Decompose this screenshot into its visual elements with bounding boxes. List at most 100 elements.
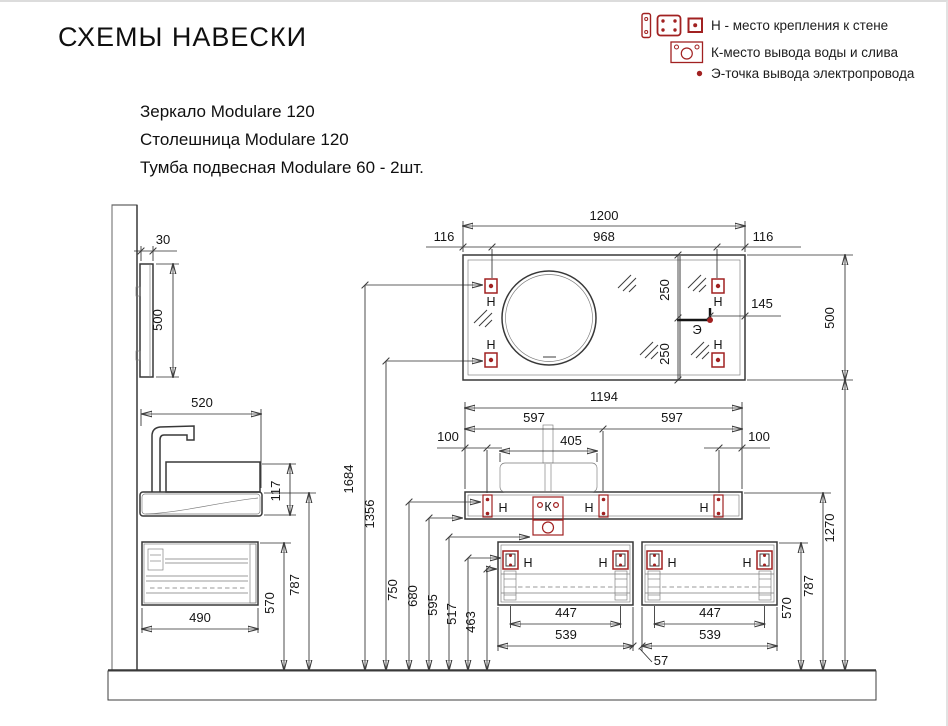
legend: Н - место крепления к стене К-место выво… bbox=[634, 12, 914, 83]
product-line: Тумба подвесная Modulare 60 - 2шт. bbox=[140, 158, 424, 177]
countertop-side-view bbox=[139, 425, 263, 517]
water-outlet-box: К bbox=[532, 496, 564, 536]
dim-label-offset-right: 100 bbox=[748, 429, 770, 444]
mount-label: Н bbox=[713, 295, 722, 309]
dim-label-cabinet-width-left: 539 bbox=[555, 627, 577, 642]
dim-countertop-height-right: 787 bbox=[744, 493, 831, 670]
mirror-front-view: Н Н Н Н Э bbox=[462, 254, 746, 381]
dim-cabinet-top-height-right: 570 bbox=[779, 543, 808, 670]
dim-cabinet-width-left: 539 bbox=[498, 607, 633, 651]
dim-label-mirror-bottom-height: 1270 bbox=[822, 514, 837, 543]
dim-height-517: 517 bbox=[444, 554, 500, 670]
dim-label-mount-offset-right: 116 bbox=[753, 229, 774, 244]
dim-countertop-depth: 520 bbox=[140, 395, 261, 488]
cabinet-side-view bbox=[141, 541, 259, 606]
countertop-front-view: Н Н Н К bbox=[464, 424, 743, 536]
dim-mirror-height-right: 500 bbox=[747, 255, 853, 380]
dim-cabinet-mount-span-left: 447 bbox=[511, 605, 621, 628]
mirror-mount-bracket-top-left: Н bbox=[484, 278, 498, 309]
floor-section bbox=[107, 669, 877, 701]
dim-label-basin-width: 405 bbox=[560, 433, 582, 448]
cabinet-mount-bracket: Н bbox=[646, 550, 677, 570]
electrical-label: Э bbox=[692, 322, 701, 337]
legend-water-label: К-место вывода воды и слива bbox=[711, 45, 898, 60]
water-drain-outlet-icon bbox=[670, 41, 704, 64]
dim-label-cabinet-top-height-right: 570 bbox=[779, 597, 794, 619]
mount-label: Н bbox=[742, 556, 751, 570]
mirror-mount-bracket-bottom-left: Н bbox=[484, 338, 498, 368]
dim-label-mount-offset-left: 116 bbox=[434, 229, 455, 244]
dim-label-mirror-side-height: 500 bbox=[150, 309, 165, 331]
dim-cabinet-width-right: 539 bbox=[642, 607, 777, 651]
mount-label: Н bbox=[699, 501, 708, 515]
dim-label-half-left: 597 bbox=[523, 410, 545, 425]
dim-label-cabinet-depth: 490 bbox=[189, 610, 211, 625]
cabinet-mount-bracket: Н bbox=[742, 550, 773, 570]
dim-label-mount-span: 968 bbox=[593, 229, 615, 244]
countertop-mount-bracket-left: Н bbox=[482, 494, 508, 518]
dim-label-countertop-height-right: 787 bbox=[801, 575, 816, 597]
dim-label-mount-span-left: 447 bbox=[555, 605, 577, 620]
legend-wall-mount-label: Н - место крепления к стене bbox=[711, 18, 889, 33]
height-dimensions: 1684 1356 750 680 bbox=[341, 281, 529, 670]
dim-height-1684: 1684 bbox=[341, 281, 482, 670]
dim-cabinet-depth: 490 bbox=[142, 608, 258, 633]
electrical-point-marker: Э bbox=[677, 308, 713, 337]
legend-row-wall-mount: Н - место крепления к стене bbox=[634, 12, 914, 39]
dim-height-750: 750 bbox=[385, 498, 480, 670]
dim-label-mirror-depth: 30 bbox=[156, 232, 170, 247]
dim-label-half-right: 597 bbox=[661, 410, 683, 425]
mount-label: Н bbox=[523, 556, 532, 570]
dim-label-517: 517 bbox=[444, 603, 459, 625]
countertop-mount-bracket-middle: Н bbox=[584, 494, 609, 518]
mount-label: Н bbox=[498, 501, 507, 515]
dim-label-750: 750 bbox=[385, 579, 400, 601]
mirror-mount-plate-icon bbox=[641, 12, 652, 39]
wall-section bbox=[111, 204, 138, 671]
dim-countertop-mount-offset-left: 100 bbox=[437, 429, 502, 493]
mount-label: Н bbox=[667, 556, 676, 570]
dim-label-mirror-width: 1200 bbox=[590, 208, 619, 223]
dim-electrical-offset: 145 bbox=[706, 296, 781, 320]
mount-label: Н bbox=[486, 338, 495, 352]
countertop-mount-bracket-right: Н bbox=[699, 494, 724, 518]
dim-label-mirror-height-right: 500 bbox=[822, 307, 837, 329]
dim-label-1356: 1356 bbox=[362, 500, 377, 529]
dim-label-offset-left: 100 bbox=[437, 429, 459, 444]
dim-label-595: 595 bbox=[425, 594, 440, 616]
mirror-mount-bracket-bottom-right: Н bbox=[711, 338, 725, 368]
product-list: Зеркало Modulare 120 Столешница Modulare… bbox=[140, 98, 424, 182]
mirror-mount-bracket-top-right: Н bbox=[711, 278, 725, 309]
dim-mirror-side-height: 500 bbox=[150, 264, 179, 377]
dim-cabinet-mount-span-right: 447 bbox=[655, 605, 765, 628]
dim-countertop-mount-offset-right: 100 bbox=[704, 429, 770, 493]
dim-basin-width: 405 bbox=[500, 433, 597, 462]
mount-label: Н bbox=[486, 295, 495, 309]
dim-mirror-depth: 30 bbox=[134, 232, 177, 261]
dim-height-680: 680 bbox=[405, 514, 462, 670]
dim-countertop-halves: 597 597 bbox=[465, 410, 742, 491]
dim-label-mount-spacing-lower: 250 bbox=[657, 343, 672, 365]
page-title: СХЕМЫ НАВЕСКИ bbox=[58, 22, 308, 52]
dim-label-cabinet-width-right: 539 bbox=[699, 627, 721, 642]
dim-cabinet-gap: 57 bbox=[629, 642, 668, 668]
legend-row-electric: Э-точка вывода электропровода bbox=[634, 66, 914, 81]
dim-mirror-bottom-height: 1270 bbox=[747, 380, 853, 670]
dim-countertop-width: 1194 bbox=[465, 389, 742, 489]
dim-label-electrical-offset: 145 bbox=[751, 296, 773, 311]
dim-basin-height: 117 bbox=[262, 464, 296, 515]
product-line: Зеркало Modulare 120 bbox=[140, 102, 315, 121]
dim-label-basin-height: 117 bbox=[268, 481, 283, 502]
dim-label-cabinet-top-height-left: 570 bbox=[262, 592, 277, 614]
dim-cabinet-top-height-left: 570 bbox=[260, 543, 291, 670]
cabinet-front-view-right: Н Н bbox=[641, 541, 778, 606]
dim-label-mount-spacing-upper: 250 bbox=[657, 279, 672, 301]
dim-label-mount-span-right: 447 bbox=[699, 605, 721, 620]
mount-label: Н bbox=[713, 338, 722, 352]
dim-label-1684: 1684 bbox=[341, 465, 356, 494]
mount-label: Н bbox=[584, 501, 593, 515]
dim-label-countertop-depth: 520 bbox=[191, 395, 213, 410]
mirror-side-view bbox=[135, 263, 154, 378]
